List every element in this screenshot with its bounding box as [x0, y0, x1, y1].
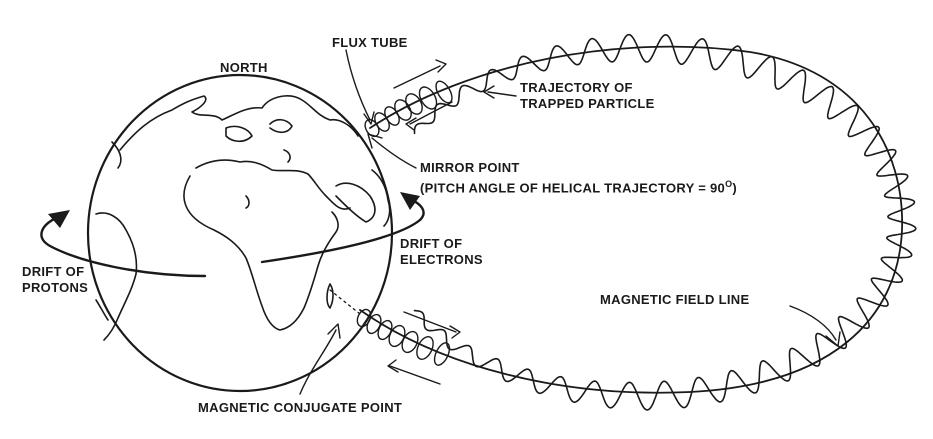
mirror-point-close: ) [732, 180, 738, 196]
degree-symbol: O [725, 179, 733, 189]
drift-electrons-label: DRIFT OF ELECTRONS [400, 236, 483, 268]
magnetic-field-line [359, 45, 903, 394]
trapped-particle-trajectory [413, 33, 917, 411]
earth-globe [86, 73, 394, 393]
drift-arrow-ring-right [260, 196, 425, 264]
flux-tube-coils-south [356, 308, 451, 366]
drift-arrow-ring-left [40, 216, 207, 278]
trajectory-label-line2: TRAPPED PARTICLE [520, 96, 655, 111]
mirror-point-line1: MIRROR POINT [420, 160, 520, 175]
motion-arrows [387, 59, 461, 385]
magnetic-field-line-label: MAGNETIC FIELD LINE [600, 292, 750, 307]
trajectory-label-line1: TRAJECTORY OF [520, 80, 633, 95]
mirror-point-line2: (PITCH ANGLE OF HELICAL TRAJECTORY = 90O… [420, 176, 737, 196]
drift-electrons-line1: DRIFT OF [400, 236, 463, 251]
drift-protons-label: DRIFT OF PROTONS [22, 264, 88, 296]
conjugate-dotted-line [329, 289, 361, 315]
mirror-point-line2-text: (PITCH ANGLE OF HELICAL TRAJECTORY = 90 [420, 180, 726, 196]
drift-arrowhead-left [48, 210, 70, 228]
drift-protons-line1: DRIFT OF [22, 264, 85, 279]
drift-electrons-line2: ELECTRONS [400, 252, 483, 267]
drift-arrowhead-right [400, 192, 420, 210]
flux-tube-coils-north [364, 80, 453, 138]
mirror-point-label: MIRROR POINT (PITCH ANGLE OF HELICAL TRA… [420, 160, 737, 196]
north-label: NORTH [220, 60, 268, 75]
drift-protons-line2: PROTONS [22, 280, 89, 295]
helical-trajectory-path [413, 33, 917, 411]
leader-lines [299, 49, 841, 395]
continent-outlines [95, 95, 391, 341]
conjugate-point-label: MAGNETIC CONJUGATE POINT [198, 400, 403, 415]
trajectory-label: TRAJECTORY OF TRAPPED PARTICLE [520, 80, 655, 112]
flux-tube-label: FLUX TUBE [332, 35, 408, 50]
